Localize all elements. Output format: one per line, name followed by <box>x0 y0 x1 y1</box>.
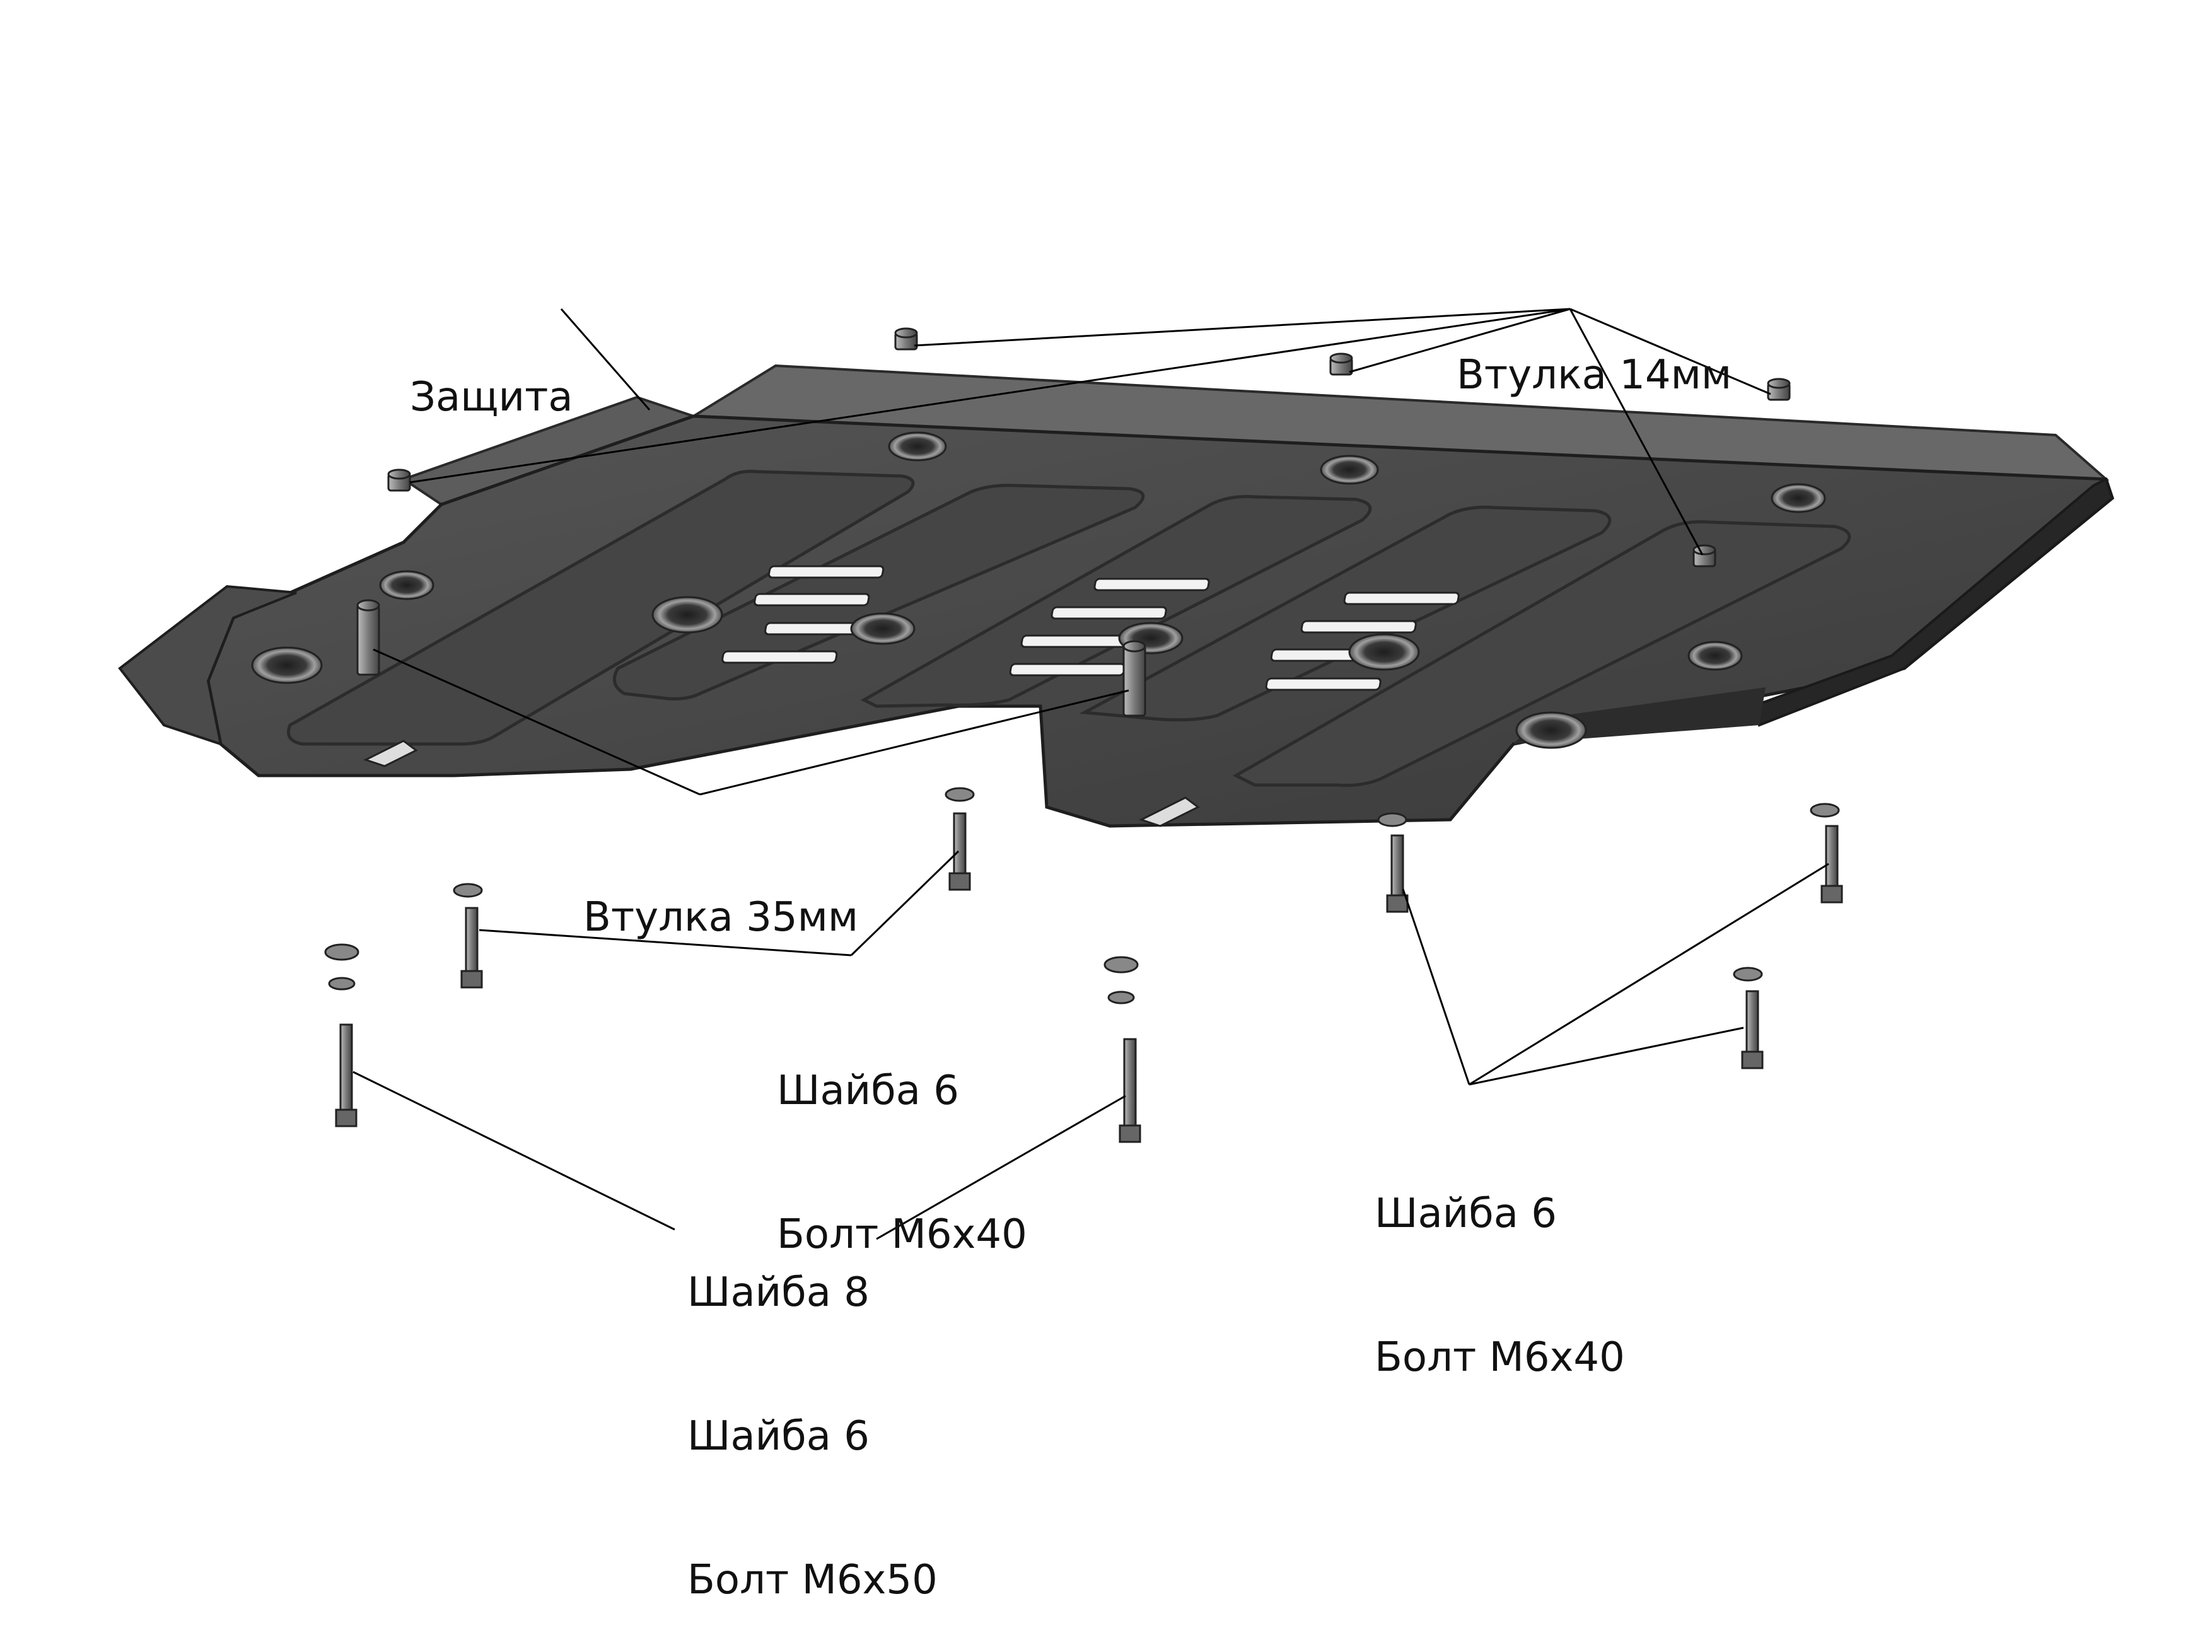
label-washer-bolt-center: Шайба 6 Болт М6х40 <box>777 971 1027 1306</box>
bolt-m6x50-left <box>324 943 359 1127</box>
bolt-m6x40-right-c <box>1733 967 1764 1069</box>
bolt-m6x40-right-a <box>1377 812 1409 913</box>
label-line-bolt: Болт М6х50 <box>687 1557 938 1603</box>
label-line-washer: Шайба 6 <box>1375 1190 1557 1237</box>
bolt-m6x40-center-b <box>453 883 483 989</box>
label-line-washer-6: Шайба 6 <box>687 1413 870 1460</box>
bolt-sets <box>324 787 1843 1143</box>
bolt-m6x50-right <box>1103 956 1141 1143</box>
label-line-bolt: Болт М6х40 <box>777 1211 1027 1258</box>
label-line-bolt: Болт М6х40 <box>1375 1334 1625 1381</box>
bushing-14-e <box>1692 544 1716 567</box>
bolt-m6x40-right-b <box>1810 803 1843 904</box>
bushings-14mm <box>387 327 1791 567</box>
bushing-14-b <box>1329 352 1353 376</box>
bushings-35mm <box>356 599 1146 717</box>
bushing-14-a <box>894 327 918 351</box>
exploded-assembly-diagram <box>118 308 2114 1240</box>
label-washer-bolt-left: Шайба 8 Шайба 6 Болт М6х50 <box>687 1173 938 1652</box>
notch-center <box>1139 796 1200 827</box>
label-washer-bolt-right: Шайба 6 Болт М6х40 <box>1375 1094 1625 1429</box>
bushing-14-d <box>387 468 411 492</box>
bolt-m6x40-center-a <box>945 787 975 891</box>
notch-left <box>363 740 418 767</box>
stiffening-channels <box>287 470 1851 788</box>
label-protection: Защита <box>410 374 573 421</box>
leader-lines <box>352 308 1829 1240</box>
label-bushing-14: Втулка 14мм <box>1457 352 1732 398</box>
label-bushing-35: Втулка 35мм <box>583 894 859 941</box>
protection-plate <box>118 364 2114 828</box>
label-line-washer-8: Шайба 8 <box>687 1269 870 1316</box>
ventilation-slots <box>721 565 1460 691</box>
label-line-washer: Шайба 6 <box>777 1067 959 1114</box>
bushing-35-a <box>356 599 380 676</box>
bushing-35-b <box>1122 640 1146 717</box>
bushing-14-c <box>1767 378 1791 401</box>
mounting-holes <box>251 431 1826 749</box>
